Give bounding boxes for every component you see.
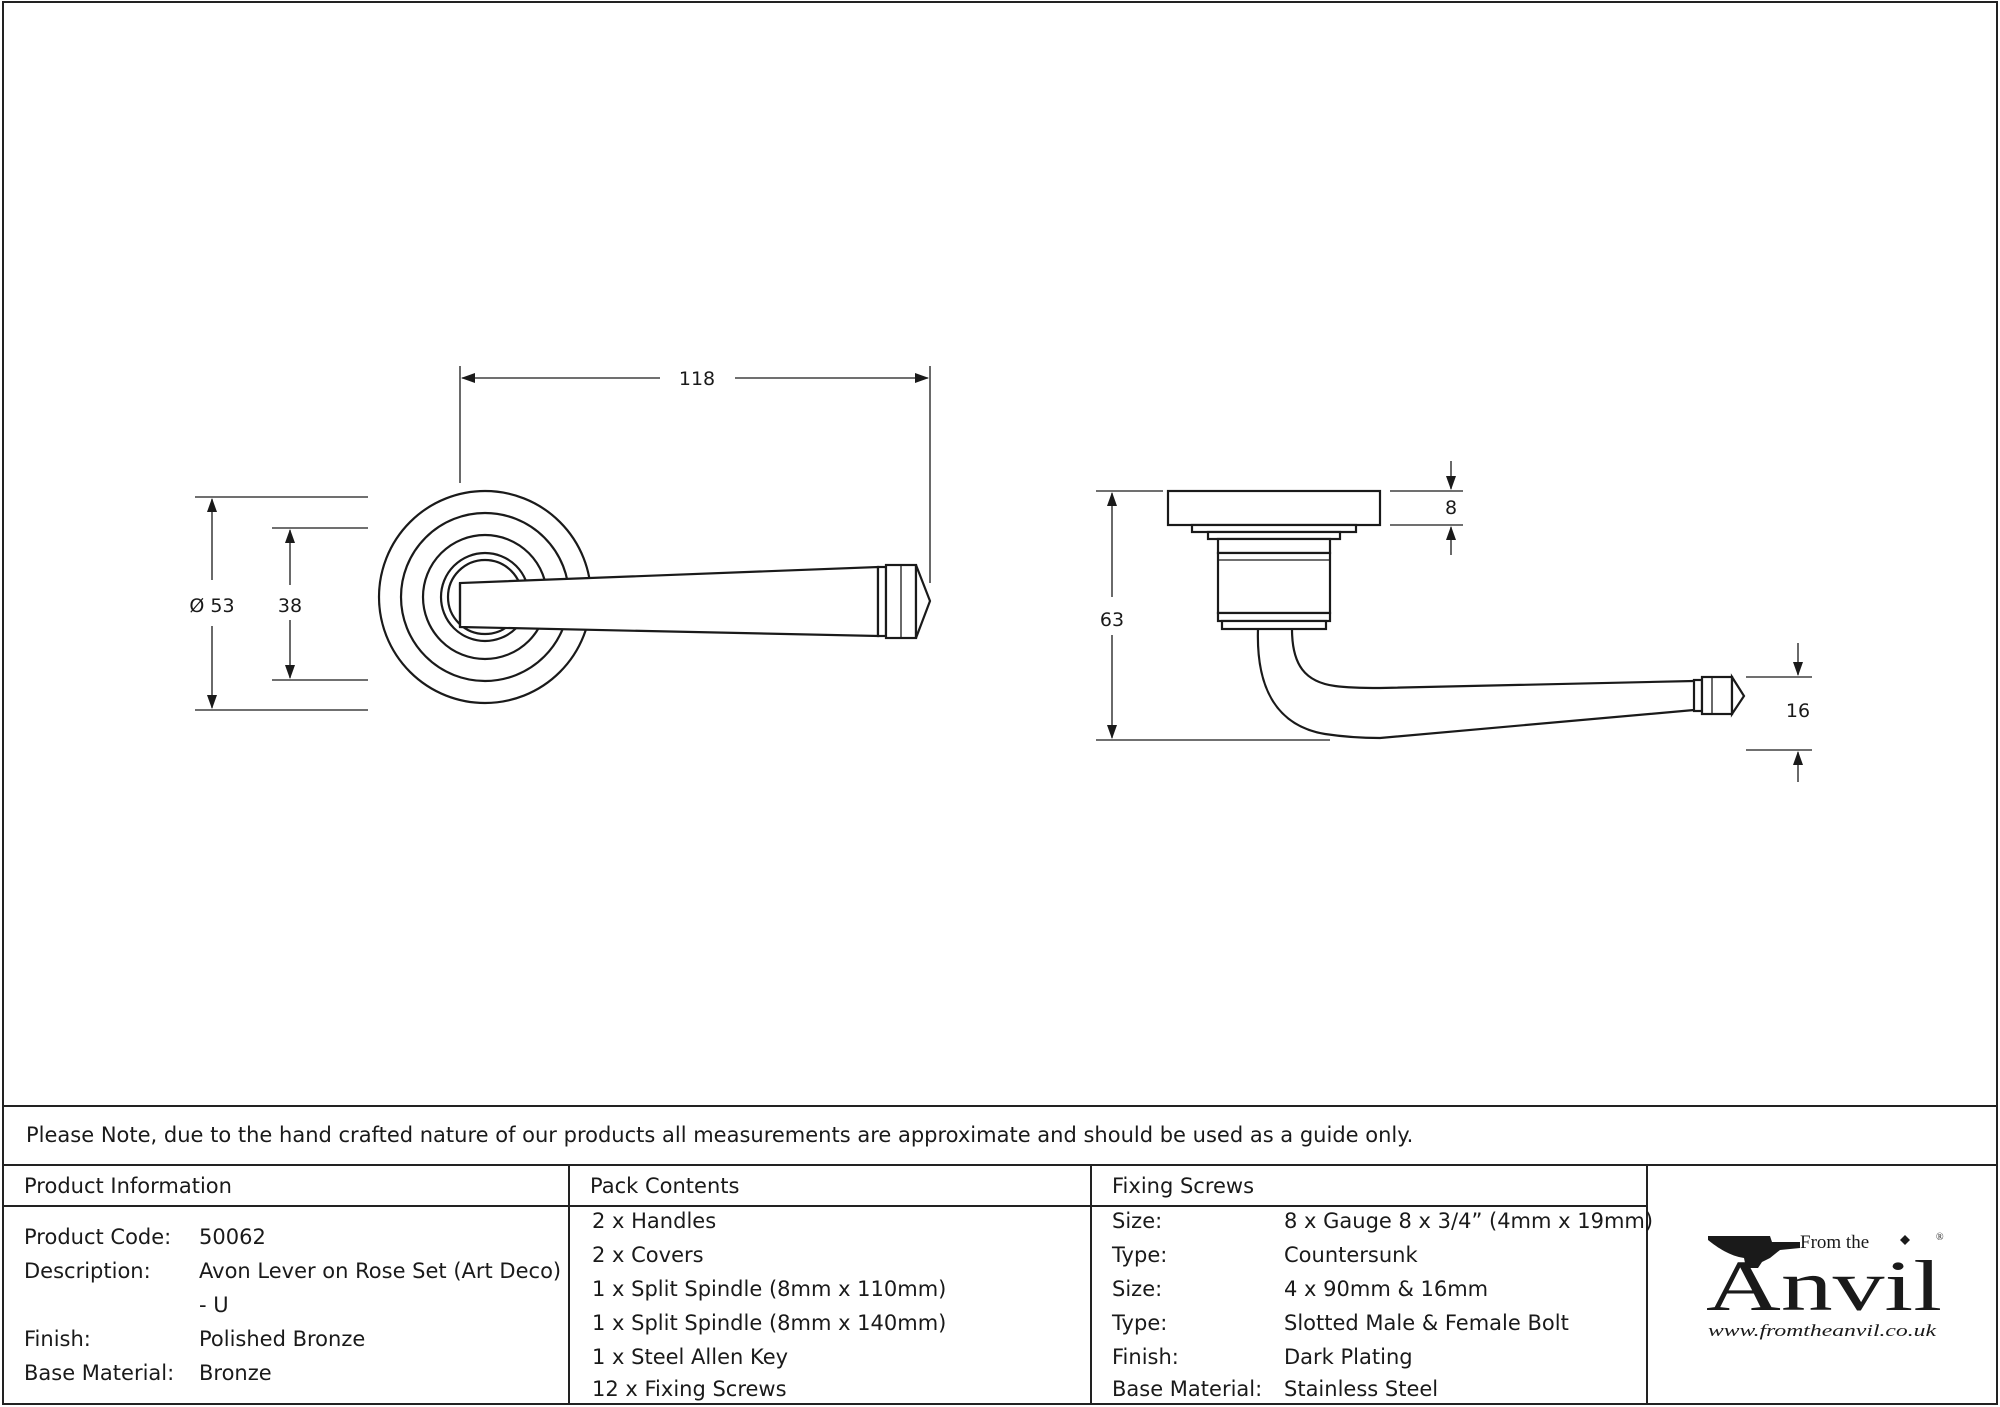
side-rose-plate <box>1166 489 1382 527</box>
screw-size-value: 8 x Gauge 8 x 3/4” (4mm x 19mm) <box>1284 1209 1654 1233</box>
dim-53: Ø 53 <box>189 496 368 711</box>
screw-size-label: Size: <box>1112 1209 1163 1233</box>
product-code-label: Product Code: <box>24 1225 172 1249</box>
side-lever-arm-inner <box>1290 628 1695 690</box>
base-material-value: Bronze <box>199 1361 272 1385</box>
pack-item: 12 x Fixing Screws <box>592 1377 787 1401</box>
bolt-type-label: Type: <box>1112 1311 1168 1335</box>
screw-type-label: Type: <box>1112 1243 1168 1267</box>
dim-16: 16 <box>1746 643 1812 782</box>
screw-finish-value: Dark Plating <box>1284 1345 1413 1369</box>
front-view <box>377 489 932 705</box>
bolt-size-value: 4 x 90mm & 16mm <box>1284 1277 1489 1301</box>
description-label: Description: <box>24 1259 151 1283</box>
front-collar <box>876 565 888 638</box>
base-material-label: Base Material: <box>24 1361 175 1385</box>
from-the-anvil-logo: From the ® Anvil www.fromtheanvil.co.uk <box>1706 1232 1944 1340</box>
dim-inner-label: 38 <box>278 595 302 617</box>
description-value-line2: - U <box>199 1293 229 1317</box>
screw-material-value: Stainless Steel <box>1284 1377 1439 1401</box>
dim-projection-label: 63 <box>1100 609 1124 631</box>
product-code-value: 50062 <box>199 1225 266 1249</box>
diamond-icon <box>1900 1235 1910 1245</box>
pack-contents-panel: Pack Contents 2 x Handles 2 x Covers 1 x… <box>568 1165 1092 1405</box>
disclaimer-text: Please Note, due to the hand crafted nat… <box>26 1123 1414 1147</box>
fixing-screws-panel: Fixing Screws Size: 8 x Gauge 8 x 3/4” (… <box>1090 1165 1653 1405</box>
front-tip <box>914 564 932 639</box>
side-collar <box>1216 551 1332 615</box>
description-value: Avon Lever on Rose Set (Art Deco) <box>199 1259 562 1283</box>
side-tip <box>1730 673 1746 718</box>
product-information-panel: Product Information Product Code: 50062 … <box>2 1165 570 1405</box>
logo-url: www.fromtheanvil.co.uk <box>1708 1321 1937 1340</box>
dim-rose-thickness-label: 8 <box>1445 497 1457 519</box>
anvil-icon <box>1708 1236 1800 1268</box>
disclaimer-row: Please Note, due to the hand crafted nat… <box>2 1105 1998 1166</box>
logo-big-text: Anvil <box>1706 1246 1942 1326</box>
pack-item: 2 x Handles <box>592 1209 717 1233</box>
pack-item: 1 x Split Spindle (8mm x 110mm) <box>592 1277 947 1301</box>
bolt-size-label: Size: <box>1112 1277 1163 1301</box>
product-information-title: Product Information <box>24 1174 232 1198</box>
side-collar-end <box>1700 675 1734 716</box>
side-neck <box>1216 537 1332 555</box>
screw-type-value: Countersunk <box>1284 1243 1418 1267</box>
technical-drawing: 118 Ø 53 38 6 <box>189 366 1812 782</box>
dim-63: 63 <box>1096 490 1330 741</box>
pack-item: 2 x Covers <box>592 1243 704 1267</box>
pack-item: 1 x Split Spindle (8mm x 140mm) <box>592 1311 947 1335</box>
front-lever <box>458 565 880 638</box>
fixing-screws-title: Fixing Screws <box>1112 1174 1255 1198</box>
side-view <box>1166 489 1746 740</box>
side-lever-arm <box>1256 628 1695 740</box>
finish-value: Polished Bronze <box>199 1327 366 1351</box>
dim-length-label: 118 <box>679 368 715 390</box>
dim-8: 8 <box>1390 461 1463 555</box>
dim-lever-thickness-label: 16 <box>1786 700 1810 722</box>
pack-item: 1 x Steel Allen Key <box>592 1345 789 1369</box>
dim-diameter-label: Ø 53 <box>189 595 234 617</box>
dim-38: 38 <box>272 527 368 681</box>
screw-finish-label: Finish: <box>1112 1345 1179 1369</box>
logo-small-text: From the <box>1800 1232 1869 1253</box>
logo-registered: ® <box>1936 1232 1944 1243</box>
pack-contents-title: Pack Contents <box>590 1174 740 1198</box>
finish-label: Finish: <box>24 1327 91 1351</box>
dim-118: 118 <box>459 366 931 583</box>
screw-material-label: Base Material: <box>1112 1377 1263 1401</box>
bolt-type-value: Slotted Male & Female Bolt <box>1284 1311 1569 1335</box>
